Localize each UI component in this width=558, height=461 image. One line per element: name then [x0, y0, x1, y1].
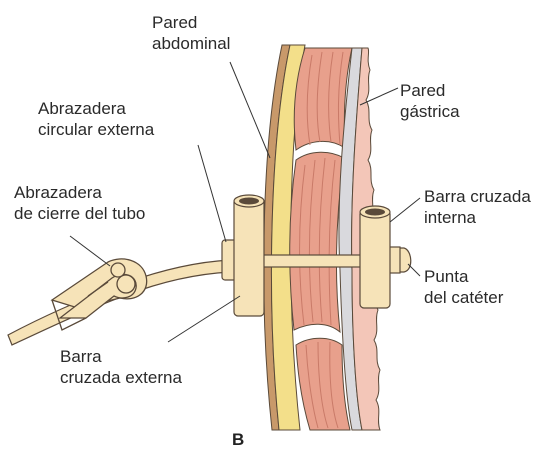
label-pared-gastrica-line1: Pared: [400, 80, 460, 101]
label-abrazadera-cierre-line1: Abrazadera: [14, 182, 145, 203]
label-pared-gastrica: Pared gástrica: [400, 80, 460, 122]
leader-pared-abdominal: [230, 62, 270, 158]
label-barra-externa: Barra cruzada externa: [60, 346, 182, 388]
leader-punta-cateter: [408, 264, 420, 276]
figure-letter: B: [232, 430, 244, 450]
abdominal-wall: [264, 45, 362, 430]
label-punta-cateter-line1: Punta: [424, 266, 503, 287]
leader-abrazadera-cierre: [70, 236, 110, 266]
muscle-middle: [290, 152, 344, 332]
leader-barra-externa: [168, 296, 240, 342]
label-abrazadera-circular-line1: Abrazadera: [38, 98, 154, 119]
label-barra-externa-line1: Barra: [60, 346, 182, 367]
label-punta-cateter-line2: del catéter: [424, 287, 503, 308]
label-abrazadera-circular: Abrazadera circular externa: [38, 98, 154, 140]
label-pared-abdominal-line1: Pared: [152, 12, 230, 33]
label-abrazadera-cierre-line2: de cierre del tubo: [14, 203, 145, 224]
label-abrazadera-circular-line2: circular externa: [38, 119, 154, 140]
leader-barra-interna: [390, 198, 420, 222]
label-abrazadera-cierre: Abrazadera de cierre del tubo: [14, 182, 145, 224]
internal-crossbar: [360, 206, 390, 308]
label-pared-abdominal-line2: abdominal: [152, 33, 230, 54]
leader-abrazadera-circular: [198, 145, 226, 242]
label-barra-interna: Barra cruzada interna: [424, 186, 531, 228]
muscle-lower: [296, 338, 350, 430]
label-barra-interna-line2: interna: [424, 207, 531, 228]
label-pared-gastrica-line2: gástrica: [400, 101, 460, 122]
external-crossbar: [234, 195, 264, 316]
label-barra-externa-line2: cruzada externa: [60, 367, 182, 388]
label-barra-interna-line1: Barra cruzada: [424, 186, 531, 207]
label-punta-cateter: Punta del catéter: [424, 266, 503, 308]
label-pared-abdominal: Pared abdominal: [152, 12, 230, 54]
